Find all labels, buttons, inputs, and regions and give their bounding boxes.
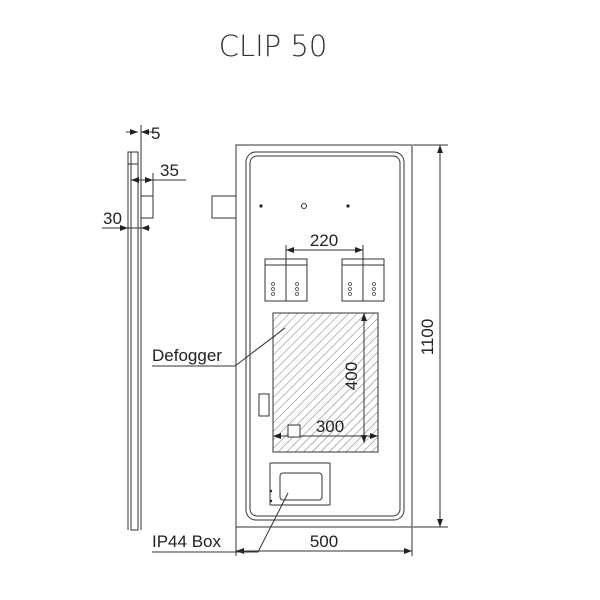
product-title: CLIP 50 (219, 29, 328, 63)
dim-side-offset: 30 (103, 209, 122, 228)
front-view (152, 144, 448, 556)
dim-height: 1100 (418, 319, 437, 356)
side-view (102, 125, 186, 531)
bracket-left (264, 258, 308, 302)
mounting-tab (211, 195, 237, 219)
ip44-box-label: IP44 Box (152, 532, 221, 551)
defogger-label: Defogger (152, 346, 222, 365)
dim-side-depth: 35 (160, 161, 179, 180)
bracket-right (341, 258, 385, 302)
dim-defogger-height: 400 (342, 362, 361, 390)
dim-side-thickness: 5 (151, 124, 160, 143)
dim-width: 500 (310, 532, 338, 551)
dim-defogger-width: 300 (316, 417, 344, 436)
dim-bracket-spacing: 220 (310, 231, 338, 250)
